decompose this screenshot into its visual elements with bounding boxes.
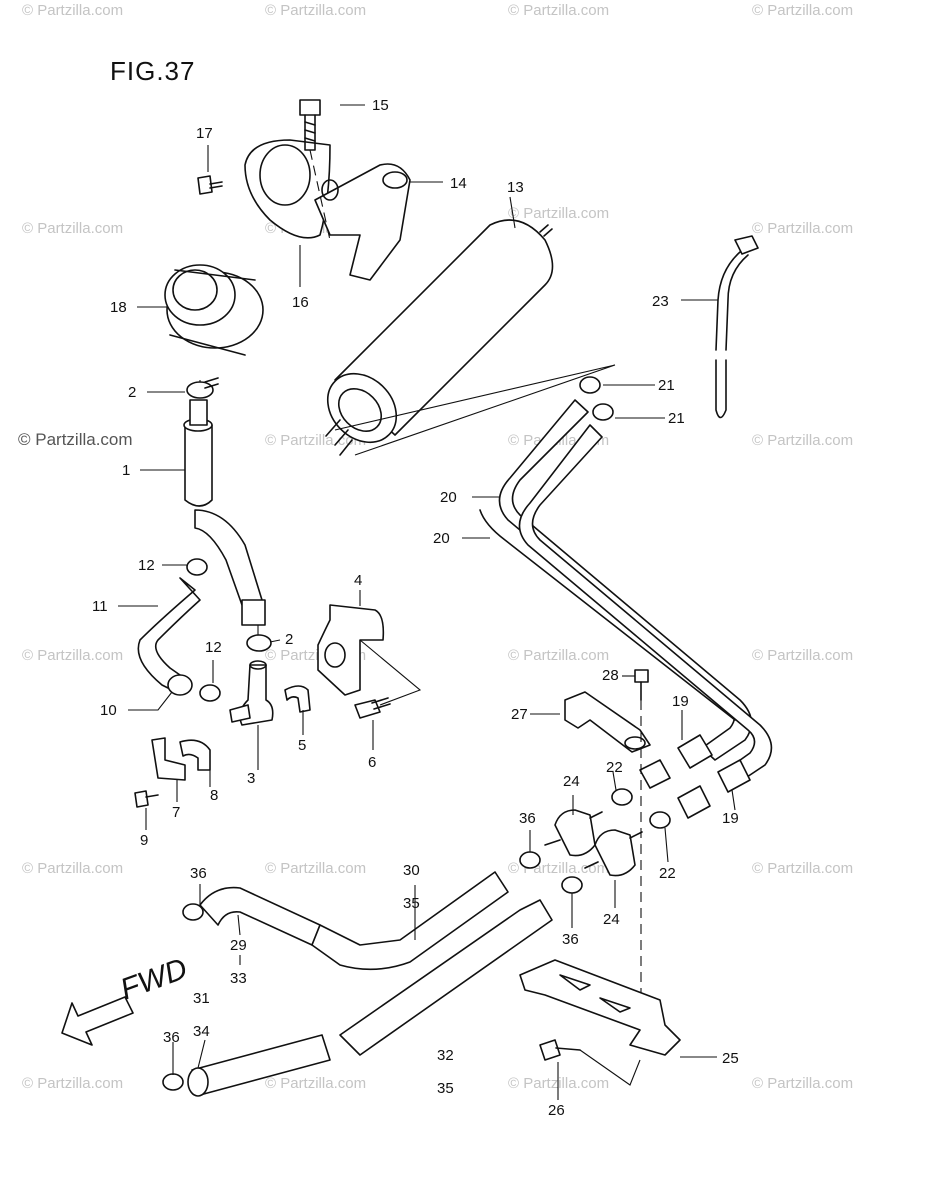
- valves-24: [519, 809, 643, 894]
- callout-24: 24: [563, 773, 580, 790]
- callout-9: 9: [140, 832, 148, 849]
- callout-25: 25: [722, 1050, 739, 1067]
- fwd-arrow: [61, 996, 134, 1046]
- figure-title: FIG.37: [110, 56, 195, 86]
- clamp-2-top: [186, 377, 219, 399]
- clamps-21: [579, 376, 614, 421]
- callout-18: 18: [110, 299, 127, 316]
- bracket-4: [317, 604, 422, 719]
- hose-11: [137, 558, 221, 702]
- callout-15: 15: [372, 97, 389, 114]
- callout-34: 34: [193, 1023, 210, 1040]
- callout-6: 6: [368, 754, 376, 771]
- callout-33: 33: [230, 970, 247, 987]
- watermark: © Partzilla.com: [752, 860, 853, 877]
- callout-2: 2: [285, 631, 293, 648]
- callout-12: 12: [205, 639, 222, 656]
- watermark: © Partzilla.com: [22, 2, 123, 19]
- callout-32: 32: [437, 1047, 454, 1064]
- callout-20: 20: [440, 489, 457, 506]
- callout-3: 3: [247, 770, 255, 787]
- watermark: © Partzilla.com: [22, 647, 123, 664]
- watermark: © Partzilla.com: [752, 432, 853, 449]
- watermark: © Partzilla.com: [22, 1075, 123, 1092]
- watermark: © Partzilla.com: [265, 432, 366, 449]
- watermark: © Partzilla.com: [22, 860, 123, 877]
- callout-21: 21: [668, 410, 685, 427]
- callout-29: 29: [230, 937, 247, 954]
- callout-20: 20: [433, 530, 450, 547]
- watermark: © Partzilla.com: [508, 205, 609, 222]
- fwd-label: FWD: [116, 952, 191, 1006]
- canister-bracket: [244, 99, 411, 281]
- valve-3: [229, 625, 274, 726]
- parts-drawing: [61, 99, 773, 1097]
- callout-22: 22: [606, 759, 623, 776]
- callout-27: 27: [511, 706, 528, 723]
- callout-19: 19: [722, 810, 739, 827]
- callout-30: 30: [403, 862, 420, 879]
- bolt-17: [197, 175, 223, 195]
- watermarks: © Partzilla.com © Partzilla.com © Partzi…: [18, 2, 853, 1092]
- hoses-19: [611, 734, 751, 829]
- callout-13: 13: [507, 179, 524, 196]
- bracket-25: [519, 959, 681, 1086]
- callout-21: 21: [658, 377, 675, 394]
- hose-1: [183, 380, 266, 626]
- leader-lines: [118, 104, 736, 1100]
- watermark: © Partzilla.com: [752, 2, 853, 19]
- callout-28: 28: [602, 667, 619, 684]
- callout-8: 8: [210, 787, 218, 804]
- callout-10: 10: [100, 702, 117, 719]
- boot-18: [164, 264, 264, 356]
- callout-22: 22: [659, 865, 676, 882]
- watermark: © Partzilla.com: [265, 1075, 366, 1092]
- watermark: © Partzilla.com: [265, 860, 366, 877]
- callout-35: 35: [403, 895, 420, 912]
- hose-31-32: [162, 899, 553, 1097]
- callout-36: 36: [163, 1029, 180, 1046]
- callout-4: 4: [354, 572, 362, 589]
- watermark: © Partzilla.com: [752, 647, 853, 664]
- callout-36: 36: [190, 865, 207, 882]
- watermark: © Partzilla.com: [18, 430, 133, 449]
- callout-36: 36: [562, 931, 579, 948]
- watermark: © Partzilla.com: [265, 2, 366, 19]
- watermark: © Partzilla.com: [508, 2, 609, 19]
- hose-29-30: [182, 871, 509, 971]
- callout-19: 19: [672, 693, 689, 710]
- watermark: © Partzilla.com: [752, 220, 853, 237]
- callout-11: 11: [92, 598, 108, 615]
- callout-1: 1: [122, 462, 130, 479]
- callout-26: 26: [548, 1102, 565, 1119]
- callout-31: 31: [193, 990, 210, 1007]
- callout-12: 12: [138, 557, 155, 574]
- callout-23: 23: [652, 293, 669, 310]
- callout-16: 16: [292, 294, 309, 311]
- callout-5: 5: [298, 737, 306, 754]
- callouts: 15 14 13 17 16 18 2 1 12 11 10 12 2 4 5 …: [92, 97, 739, 1119]
- callout-24: 24: [603, 911, 620, 928]
- bracket-7-8: [134, 737, 211, 808]
- clip-5: [284, 685, 311, 713]
- callout-17: 17: [196, 125, 213, 142]
- bracket-27: [564, 669, 651, 1030]
- callout-35: 35: [437, 1080, 454, 1097]
- callout-36: 36: [519, 810, 536, 827]
- callout-2: 2: [128, 384, 136, 401]
- watermark: © Partzilla.com: [22, 220, 123, 237]
- callout-7: 7: [172, 804, 180, 821]
- canister: [325, 219, 616, 456]
- watermark: © Partzilla.com: [752, 1075, 853, 1092]
- watermark: © Partzilla.com: [508, 647, 609, 664]
- probe-23: [715, 235, 759, 419]
- callout-14: 14: [450, 175, 467, 192]
